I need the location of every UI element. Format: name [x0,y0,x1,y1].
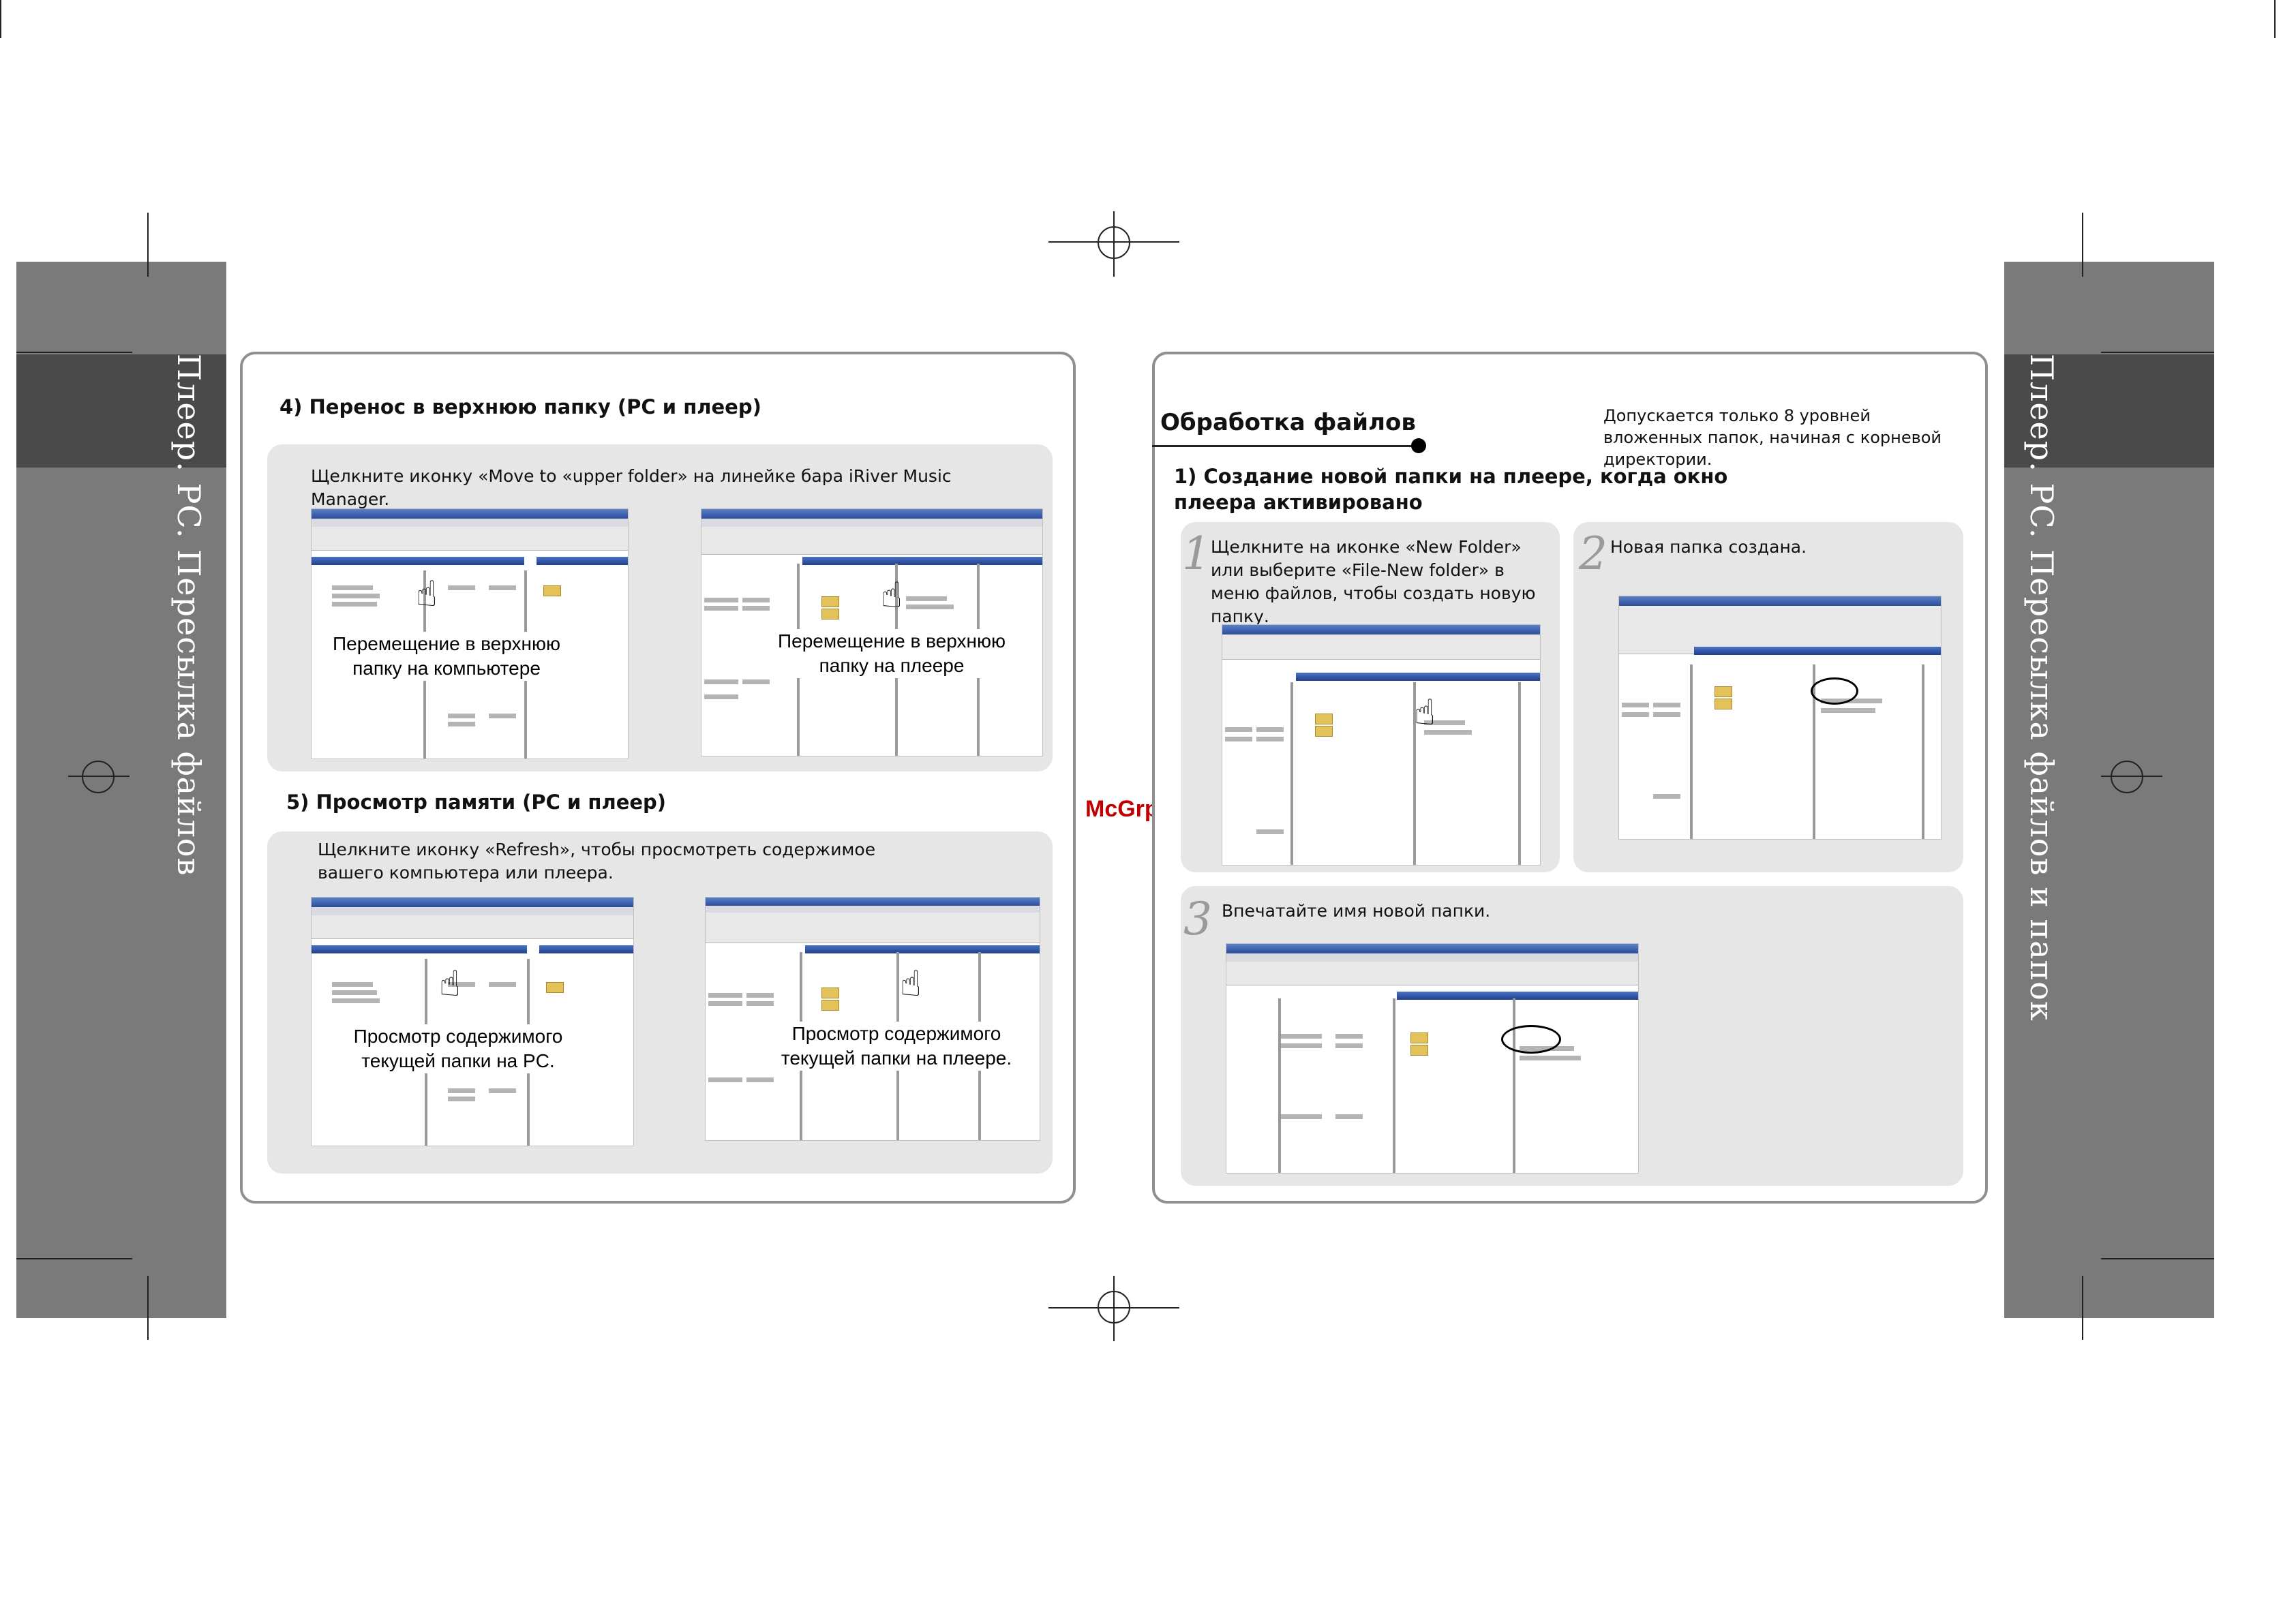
depth-note: Допускается только 8 уровней вложенных п… [1603,406,1942,469]
registration-mark-icon [82,761,115,793]
page-title: Обработка файлов [1160,409,1416,436]
pointing-hand-icon: ☝ [1414,692,1436,733]
crop-mark [0,0,1,38]
crop-mark [2101,352,2214,353]
right-side-tab-dark-band [2004,354,2214,468]
registration-mark-icon [1098,226,1130,259]
screenshot-move-up-pc: Перемещение в верхнюю папку на компьютер… [311,508,629,759]
crop-mark [2082,213,2083,277]
step3-text: Впечатайте имя новой папки. [1222,901,1491,921]
pointing-hand-icon: ☝ [900,964,922,1005]
step1-text: Щелкните на иконке «New Folder» или выбе… [1211,537,1536,626]
caption-move-up-player: Перемещение в верхнюю папку на плеере [772,629,1011,678]
section1-heading: 1) Создание новой папки на плеере, когда… [1174,465,1728,514]
step1-number: 1 [1182,527,1211,580]
registration-mark-icon [2111,761,2143,793]
new-folder-highlight [1811,677,1858,705]
left-side-tab: Плеер. PC. Пересылка файлов [16,262,226,1318]
section4-heading: 4) Перенос в верхнюю папку (PC и плеер) [280,395,761,418]
right-side-tab-text: Плеер. PC. Пересылка файлов и папок [2023,354,2060,1022]
crop-mark [2101,1258,2214,1259]
step2-text: Новая папка создана. [1610,537,1807,557]
screenshot-refresh-player: Просмотр содержимого текущей папки на пл… [705,897,1040,1141]
screenshot-step1 [1222,624,1541,866]
crop-mark [147,213,149,277]
registration-mark-icon [1098,1291,1130,1323]
caption-move-up-pc: Перемещение в верхнюю папку на компьютер… [328,632,565,681]
step2-number: 2 [1579,527,1607,580]
pointing-hand-icon: ☝ [881,575,903,616]
section5-heading: 5) Просмотр памяти (PC и плеер) [286,791,667,814]
caption-refresh-pc: Просмотр содержимого текущей папки на PC… [346,1024,571,1073]
crop-mark [2274,0,2276,38]
title-underline [1152,445,1419,447]
left-side-tab-text: Плеер. PC. Пересылка файлов [170,354,207,876]
screenshot-step3 [1226,943,1639,1174]
caption-refresh-player: Просмотр содержимого текущей папки на пл… [781,1022,1012,1071]
section5-instruction: Щелкните иконку «Refresh», чтобы просмот… [318,840,876,883]
new-folder-name-highlight [1501,1025,1561,1054]
screenshot-refresh-pc: Просмотр содержимого текущей папки на PC… [311,897,634,1146]
crop-mark [147,1276,149,1340]
screenshot-move-up-player: Перемещение в верхнюю папку на плеере [701,508,1043,756]
left-side-tab-dark-band [16,354,226,468]
screenshot-step2 [1618,596,1942,840]
crop-mark [2082,1276,2083,1340]
title-underline-dot [1411,438,1426,453]
pointing-hand-icon: ☝ [439,964,461,1005]
pointing-hand-icon: ☝ [416,574,438,615]
section4-instruction: Щелкните иконку «Move to «upper folder» … [311,466,952,509]
right-side-tab: Плеер. PC. Пересылка файлов и папок [2004,262,2214,1318]
crop-mark [16,1258,132,1259]
step3-number: 3 [1183,893,1212,945]
crop-mark [16,352,132,353]
